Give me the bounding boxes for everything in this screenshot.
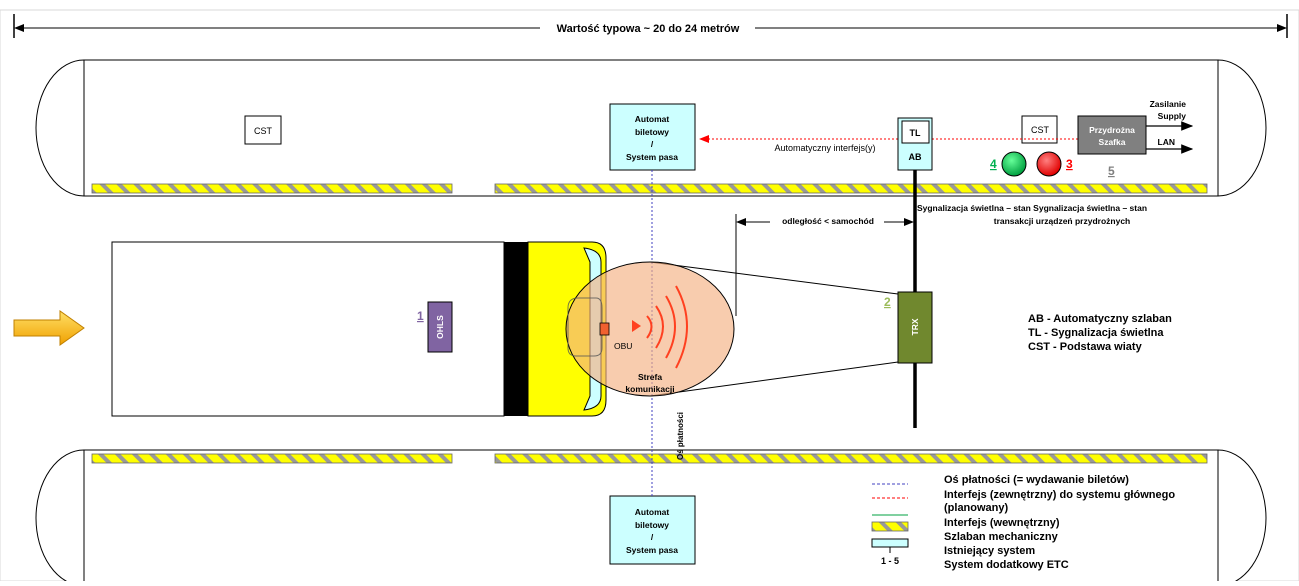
roadside-cabinet: Przydrożna Szafka: [1077, 115, 1147, 155]
tl-ab-unit: TL AB: [897, 117, 933, 171]
cst-right-label: CST: [1031, 125, 1050, 135]
distance-label: odległość < samochód: [782, 216, 874, 226]
interface-label: Automatyczny interfejs(y): [774, 143, 875, 153]
ohls-device: [427, 301, 453, 353]
machine-bottom-line1: Automat: [635, 507, 670, 517]
legend-item-external-interface: Interfejs (zewnętrzny) do systemu główne…: [944, 489, 1175, 501]
obu-device: [599, 322, 610, 336]
legend-swatch-existing: [871, 538, 909, 548]
machine-top-line2: biletowy: [635, 127, 669, 137]
truck-coupling: [504, 242, 528, 416]
radio-wave-icon: [655, 305, 664, 349]
length-label: Wartość typowa ~ 20 do 24 metrów: [557, 23, 740, 35]
marker-4: 4: [990, 157, 997, 171]
cst-box-left: CST: [244, 115, 282, 145]
marker-3: 3: [1066, 157, 1073, 171]
lane-barrier-top-right: [494, 183, 1208, 194]
legend-item-payment-axis: Oś płatności (= wydawanie biletów): [944, 474, 1129, 486]
machine-top-line3: /: [651, 139, 654, 149]
machine-bottom-line4: System pasa: [626, 545, 678, 555]
entry-arrow-icon: [13, 310, 85, 346]
zone-label-1: Strefa: [638, 372, 662, 382]
zone-label-2: komunikacji: [625, 384, 674, 394]
marker-2: 2: [884, 295, 891, 309]
cst-left-label: CST: [254, 126, 273, 136]
marker-5: 5: [1108, 164, 1115, 178]
lane-barrier-bottom-right: [494, 453, 1208, 464]
abbrev-tl: TL - Sygnalizacja świetlna: [1028, 327, 1164, 339]
signal-caption-2: transakcji urządzeń przydrożnych: [994, 216, 1131, 226]
legend-item-planned: (planowany): [944, 502, 1009, 514]
ticket-machine-bottom: Automat biletowy / System pasa: [609, 495, 696, 565]
lan-label: LAN: [1158, 137, 1175, 147]
signal-source-icon: [632, 320, 641, 332]
radio-wave-icon: [675, 285, 688, 369]
truck: OHLS 1: [111, 241, 607, 417]
ticket-machine-top: Automat biletowy / System pasa: [609, 103, 696, 171]
supply-label-2: Supply: [1158, 111, 1187, 121]
trx-unit: [897, 291, 933, 364]
ab-label: AB: [909, 152, 922, 162]
tl-label: TL: [910, 128, 921, 138]
cst-box-right: CST: [1021, 115, 1058, 144]
lane-barrier-bottom-left: [91, 453, 453, 464]
radio-wave-icon: [665, 295, 676, 359]
ohls-label: OHLS: [435, 315, 445, 339]
legend: 1 - 5 Oś płatności (= wydawanie biletów)…: [871, 474, 1175, 571]
communication-zone: OBU Strefa komunikacji: [565, 261, 899, 397]
abbrev-cst: CST - Podstawa wiaty: [1028, 341, 1143, 353]
machine-top-line1: Automat: [635, 114, 670, 124]
supply-label-1: Zasilanie: [1150, 99, 1187, 109]
trx-label: TRX: [910, 318, 920, 335]
obu-label: OBU: [614, 341, 632, 351]
cabinet-line1: Przydrożna: [1089, 125, 1135, 135]
legend-item-etc-system: System dodatkowy ETC: [944, 559, 1069, 571]
legend-item-internal-interface: Interfejs (wewnętrzny): [944, 517, 1060, 529]
zone-ellipse: [565, 261, 735, 397]
legend-swatch-barrier: [871, 521, 909, 532]
signal-caption-1: Sygnalizacja świetlna – stan Sygnalizacj…: [917, 203, 1147, 213]
cabinet-line2: Szafka: [1099, 137, 1126, 147]
lane-barrier-top-left: [91, 183, 453, 194]
machine-bottom-line2: biletowy: [635, 520, 669, 530]
legend-item-existing-system: Istniejący system: [944, 545, 1035, 557]
payment-axis-label: Oś płatności: [676, 412, 685, 460]
red-light-icon: [1036, 151, 1062, 177]
green-light-icon: [1001, 151, 1027, 177]
length-dimension: Wartość typowa ~ 20 do 24 metrów: [13, 14, 1288, 38]
machine-bottom-line3: /: [651, 532, 654, 542]
machine-top-line4: System pasa: [626, 152, 678, 162]
marker-1: 1: [417, 309, 424, 323]
abbrev-ab: AB - Automatyczny szlaban: [1028, 313, 1172, 325]
legend-item-mechanical-barrier: Szlaban mechaniczny: [944, 531, 1059, 543]
radio-wave-icon: [646, 315, 653, 339]
legend-range: 1 - 5: [881, 556, 899, 566]
abbreviations: AB - Automatyczny szlaban TL - Sygnaliza…: [1028, 313, 1172, 353]
